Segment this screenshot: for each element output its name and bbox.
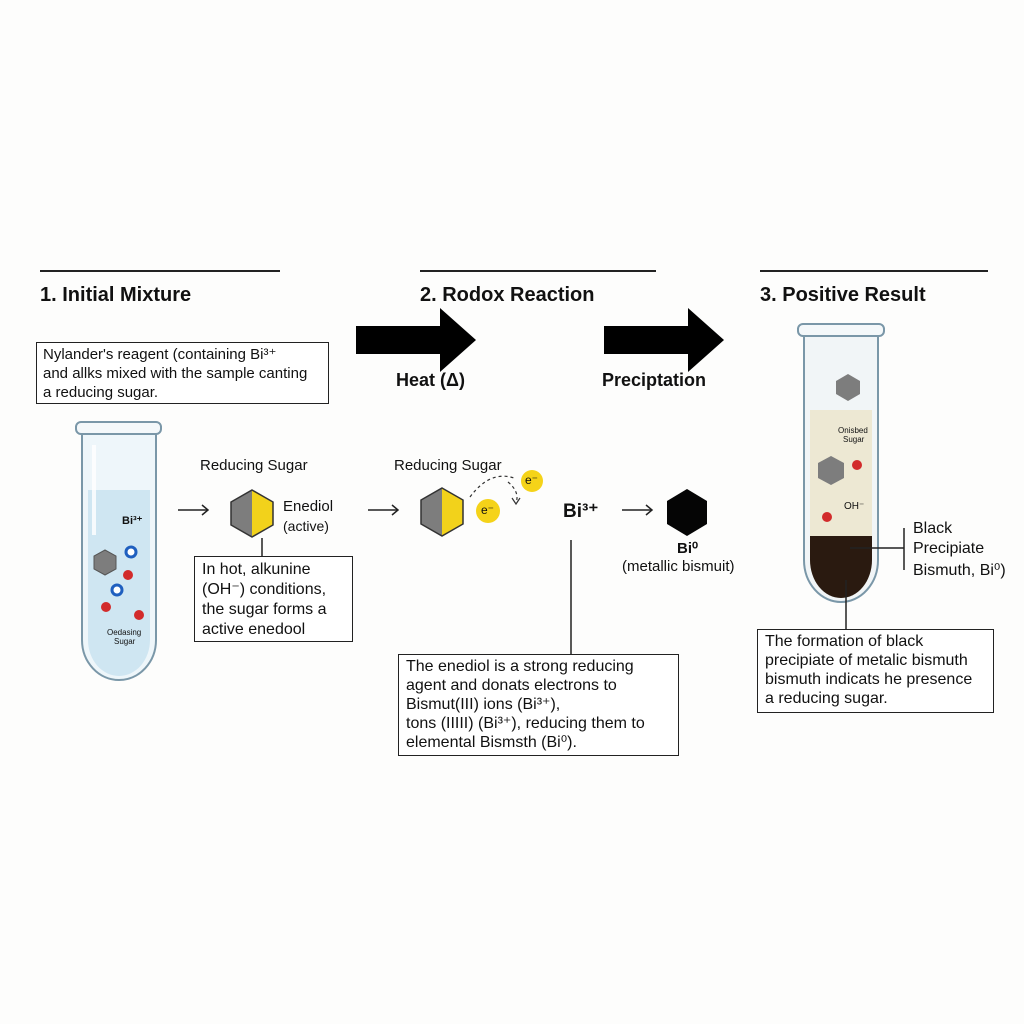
big-arrow-1 xyxy=(356,308,476,372)
result-note-box: The formation of black precipiate of met… xyxy=(757,629,994,713)
step2-sugar-label: Reducing Sugar xyxy=(394,457,502,474)
enediol-note-line-4: active enedool xyxy=(202,621,306,638)
tube1-rim xyxy=(75,421,162,435)
big-arrow-2 xyxy=(604,308,724,372)
redox-note-line-1: The enediol is a strong reducing xyxy=(406,658,634,675)
enediol-note-line-1: In hot, alkunine xyxy=(202,561,311,578)
result-note-line-3: bismuth indicats he presence xyxy=(765,671,973,688)
step2-hexagon-outline xyxy=(420,487,464,537)
small-arrow-3 xyxy=(622,504,654,516)
bi0-label: Bi⁰ xyxy=(677,540,699,557)
precipitate-label-2: Precipiate xyxy=(913,540,985,557)
tube3-oh-label: OH⁻ xyxy=(844,501,865,512)
enediol-label: Enediol xyxy=(283,498,334,515)
reagent-description-box: Nylander's reagent (containing Bi³⁺ and … xyxy=(36,342,329,404)
precipitate-label-3: Bismuth, Bi⁰) xyxy=(913,562,1006,579)
tube1-blue-ion xyxy=(124,545,138,559)
step2-hexagon-yellow xyxy=(442,488,463,536)
tube3-oxidised-label-1: Onisbed xyxy=(838,426,868,435)
redox-note-line-5: elemental Bismsth (Bi⁰). xyxy=(406,734,577,751)
small-arrow-1 xyxy=(178,504,210,516)
tube3-oxidised-label-2: Sugar xyxy=(843,435,865,444)
redox-note-box: The enediol is a strong reducing agent a… xyxy=(398,654,679,756)
tube1-bi-label: Bi³⁺ xyxy=(122,515,143,527)
electron-label-1: e⁻ xyxy=(481,503,495,517)
enediol-note-line-3: the sugar forms a xyxy=(202,601,327,618)
tube3-sugar-hexagon-top xyxy=(836,374,860,401)
step1-sugar-label: Reducing Sugar xyxy=(200,457,308,474)
redox-note-line-2: agent and donats electrons to xyxy=(406,677,617,694)
electron-label-2: e⁻ xyxy=(525,473,539,487)
enediol-hexagon-outline xyxy=(230,489,274,538)
tube1-sugar-label-2: Sugar xyxy=(114,637,136,646)
tube3-red-ion xyxy=(852,460,862,470)
electron-circle-1 xyxy=(476,499,500,523)
redox-note-line-4: tons (IIIII) (Bi³⁺), reducing them to xyxy=(406,715,645,732)
step2-title: 2. Rodox Reaction xyxy=(420,284,595,306)
bi3-label: Bi³⁺ xyxy=(563,501,599,522)
bismuth-metal-hexagon xyxy=(667,489,707,536)
tube1-sugar-label-1: Oedasing xyxy=(107,628,142,637)
heading-rule-step1 xyxy=(40,270,280,272)
reagent-line-3: a reducing sugar. xyxy=(43,384,159,401)
precipitate-label-1: Black xyxy=(913,520,953,537)
tube1-liquid xyxy=(88,490,150,676)
tube3-rim xyxy=(797,323,885,337)
enediol-active-label: (active) xyxy=(283,518,329,534)
tube1-red-ion xyxy=(123,570,133,580)
enediol-note-box: In hot, alkunine (OH⁻) conditions, the s… xyxy=(194,556,353,642)
reagent-line-1: Nylander's reagent (containing Bi³⁺ xyxy=(43,346,277,363)
enediol-hexagon-gray xyxy=(231,490,252,537)
electron-circle-2 xyxy=(521,470,543,492)
tube3-sugar-hexagon xyxy=(818,456,844,485)
tube1-blue-ion xyxy=(110,583,124,597)
electron-dashed-arrow xyxy=(507,481,518,504)
result-note-line-1: The formation of black xyxy=(765,633,924,650)
step3-title: 3. Positive Result xyxy=(760,284,926,306)
small-arrow-2 xyxy=(368,504,400,516)
result-note-line-4: a reducing sugar. xyxy=(765,690,888,707)
precipitation-label: Preciptation xyxy=(602,370,707,390)
tube1-red-ion xyxy=(101,602,111,612)
step2-hexagon-gray xyxy=(421,488,442,536)
step1-title: 1. Initial Mixture xyxy=(40,284,192,306)
enediol-note-line-2: (OH⁻) conditions, xyxy=(202,581,327,598)
tube1-red-ion xyxy=(134,610,144,620)
redox-note-line-3: Bismut(III) ions (Bi³⁺), xyxy=(406,696,561,713)
reagent-line-2: and allks mixed with the sample canting xyxy=(43,365,308,382)
heading-rule-step3 xyxy=(760,270,988,272)
tube3-red-ion xyxy=(822,512,832,522)
tube1-sugar-hexagon xyxy=(93,549,117,576)
heat-label: Heat (Δ) xyxy=(396,370,465,390)
tube3-precipitate xyxy=(810,536,872,598)
heading-rule-step2 xyxy=(420,270,656,272)
metallic-bismuth-label: (metallic bismuit) xyxy=(622,558,735,575)
result-note-line-2: precipiate of metalic bismuth xyxy=(765,652,968,669)
enediol-hexagon-yellow xyxy=(252,490,273,537)
